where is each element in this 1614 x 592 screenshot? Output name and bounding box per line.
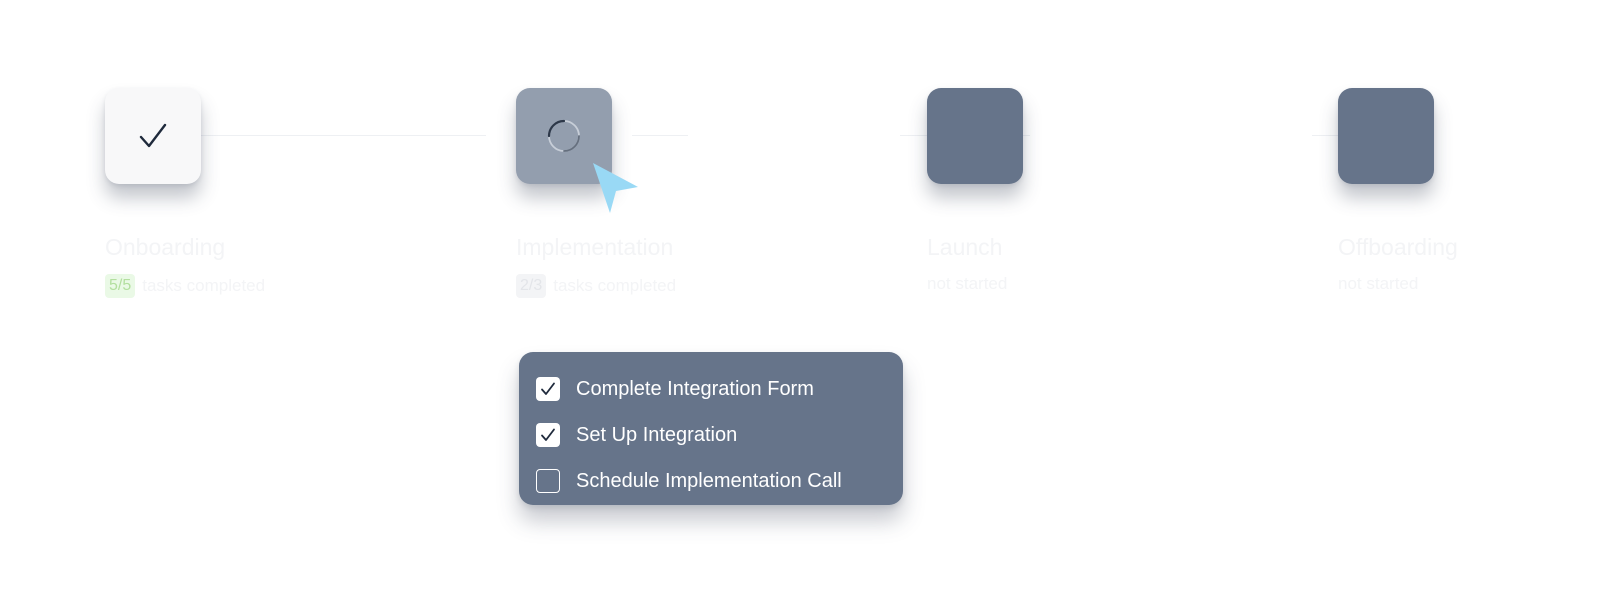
task-count-badge: 2/3 — [516, 274, 547, 298]
stage-launch-title: Launch — [927, 234, 1003, 260]
checkmark-icon — [541, 382, 555, 395]
stage-implementation-status: 2/3 tasks completed — [516, 274, 676, 298]
task-label: Complete Integration Form — [576, 377, 814, 400]
stage-onboarding-status: 5/5 tasks completed — [105, 274, 265, 298]
stage-offboarding-status: not started — [1338, 274, 1418, 294]
stage-launch-box[interactable] — [927, 88, 1023, 184]
stage-implementation-title: Implementation — [516, 234, 674, 260]
stage-implementation-sub: tasks completed — [553, 276, 677, 295]
connector-line-4 — [1312, 135, 1342, 136]
stage-onboarding-box[interactable] — [105, 88, 201, 184]
connector-line-1 — [201, 135, 486, 136]
stage-onboarding-title: Onboarding — [105, 234, 226, 260]
stage-launch-status: not started — [927, 274, 1007, 294]
task-checklist-popup: Complete Integration Form Set Up Integra… — [519, 352, 903, 505]
task-checkbox[interactable] — [536, 469, 560, 493]
task-label: Schedule Implementation Call — [576, 469, 842, 492]
task-count-badge: 5/5 — [105, 274, 136, 298]
stage-offboarding-title: Offboarding — [1338, 234, 1458, 260]
task-checkbox[interactable] — [536, 423, 560, 447]
stage-onboarding-sub: tasks completed — [142, 276, 266, 295]
stage-launch-sub: not started — [927, 274, 1008, 293]
task-checkbox[interactable] — [536, 377, 560, 401]
task-label: Set Up Integration — [576, 423, 738, 446]
stage-offboarding-box[interactable] — [1338, 88, 1434, 184]
task-item[interactable]: Complete Integration Form — [519, 366, 903, 412]
checkmark-icon — [541, 428, 555, 441]
spinner-icon — [547, 119, 580, 152]
connector-line-2 — [632, 135, 688, 136]
stage-offboarding-sub: not started — [1338, 274, 1419, 293]
task-item[interactable]: Set Up Integration — [519, 412, 903, 458]
cursor-pointer-icon — [593, 163, 638, 213]
task-item[interactable]: Schedule Implementation Call — [519, 458, 903, 504]
checkmark-icon — [139, 123, 167, 148]
